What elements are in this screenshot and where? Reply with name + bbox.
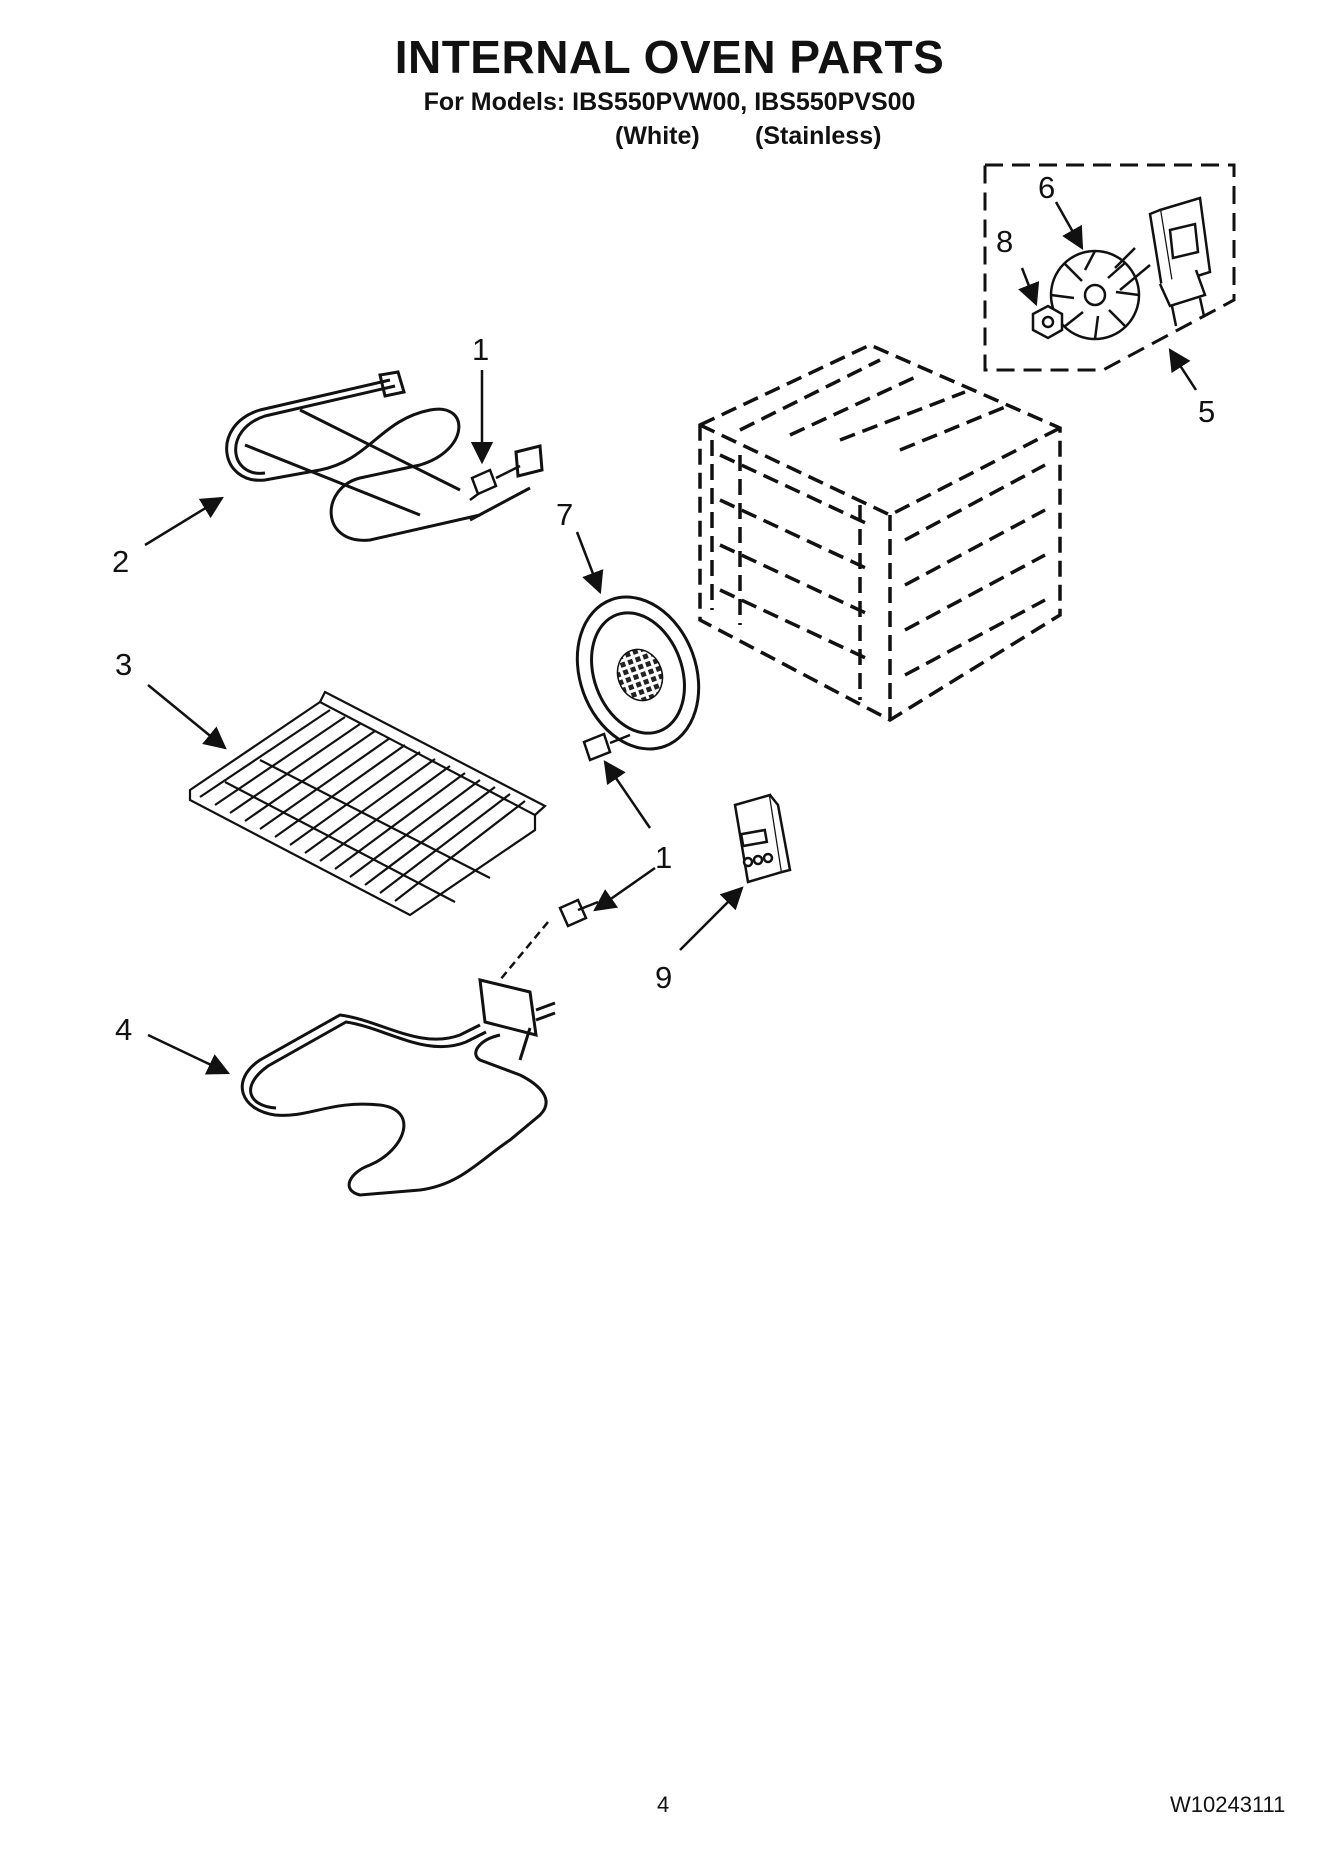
top-terminal-connector-part [469,464,521,501]
callout-6: 6 [1038,170,1055,205]
oven-rack-part [188,690,547,917]
callout-8: 8 [996,224,1013,259]
bottom-terminal-screw-part [499,898,599,981]
fan-motor-assembly-box [983,163,1236,372]
convection-motor-part [1114,196,1212,327]
variant-white: (White) [615,122,700,150]
callout-7: 7 [556,497,573,532]
oven-cavity-outline [698,343,1062,723]
broil-element-part [225,370,544,542]
fan-blade-part [1049,249,1141,341]
callout-9: 9 [655,960,672,995]
callout-1-top: 1 [472,332,489,367]
leader-arrows [144,201,1198,1075]
bake-element-part [240,978,556,1197]
callout-5: 5 [1198,394,1215,429]
page-number: 4 [657,1792,670,1817]
models-line: For Models: IBS550PVW00, IBS550PVS00 [423,88,916,116]
callout-1-mid: 1 [655,840,672,875]
page-title: INTERNAL OVEN PARTS [394,31,945,83]
callout-3: 3 [115,647,132,682]
nut-part [1031,304,1064,340]
callout-2: 2 [112,544,129,579]
document-number: W10243111 [1170,1792,1286,1817]
variant-stainless: (Stainless) [755,122,882,150]
baffle-screw-part [582,732,631,762]
callout-4: 4 [115,1012,132,1047]
control-module-part [733,793,792,884]
convection-baffle-part [575,595,701,751]
